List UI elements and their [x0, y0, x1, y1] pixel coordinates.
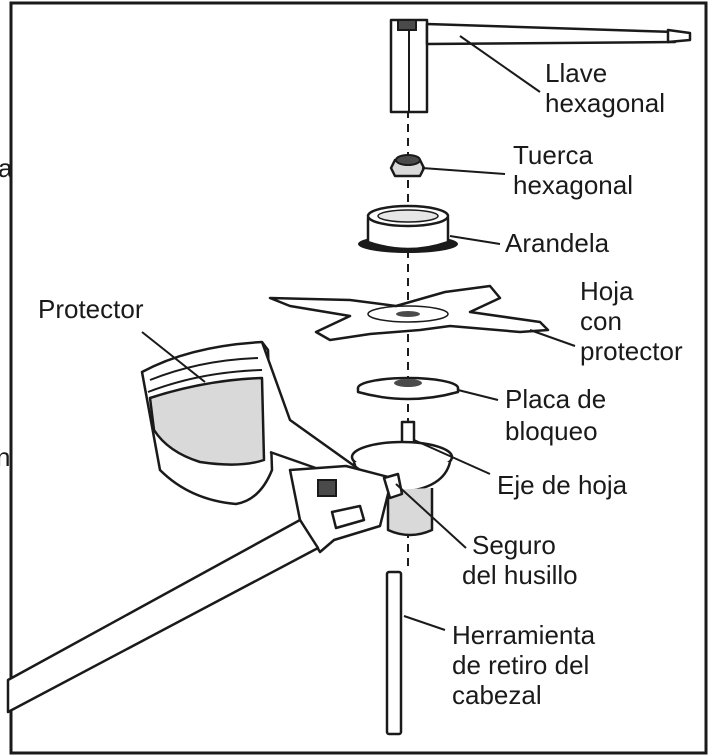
- label-herramienta-2: de retiro del: [452, 650, 589, 680]
- label-seguro-2: del husillo: [462, 560, 578, 590]
- lock-plate: [356, 376, 460, 401]
- leader-protector: [141, 331, 206, 383]
- label-llave-2: hexagonal: [545, 88, 665, 118]
- hex-key: [389, 18, 692, 114]
- leader-eje: [413, 439, 491, 475]
- leader-hoja: [529, 329, 576, 347]
- leader-seguro: [395, 483, 467, 549]
- spindle-lock: [382, 472, 404, 500]
- leader-llave: [459, 35, 541, 93]
- label-tuerca-1: Tuerca: [513, 140, 593, 170]
- label-placa-2: bloqueo: [505, 416, 598, 446]
- label-hoja-2: con: [580, 306, 622, 336]
- label-hoja-3: protector: [580, 336, 683, 366]
- label-herramienta-3: cabezal: [452, 680, 542, 710]
- label-hoja-1: Hoja: [580, 276, 634, 306]
- leader-tuerca: [421, 167, 506, 175]
- leader-arandela: [449, 235, 501, 245]
- leader-placa: [457, 389, 499, 401]
- head-removal-tool: [385, 570, 403, 736]
- blade: [268, 284, 550, 342]
- label-seguro-1: Seguro: [472, 530, 556, 560]
- shaft-tube: [6, 518, 320, 714]
- label-tuerca-2: hexagonal: [513, 170, 633, 200]
- trimmer-head: [350, 440, 454, 537]
- label-protector: Protector: [38, 294, 144, 324]
- label-llave-1: Llave: [545, 58, 607, 88]
- edge-glyph-n: n: [0, 442, 10, 472]
- leader-herramienta: [403, 615, 446, 631]
- hex-nut: [389, 154, 426, 178]
- washer: [358, 204, 458, 253]
- label-arandela: Arandela: [505, 228, 610, 258]
- label-eje: Eje de hoja: [497, 470, 628, 500]
- frame: [9, 1, 708, 755]
- edge-glyph-a: a: [0, 153, 13, 183]
- label-herramienta-1: Herramienta: [452, 620, 596, 650]
- label-placa-1: Placa de: [505, 384, 606, 414]
